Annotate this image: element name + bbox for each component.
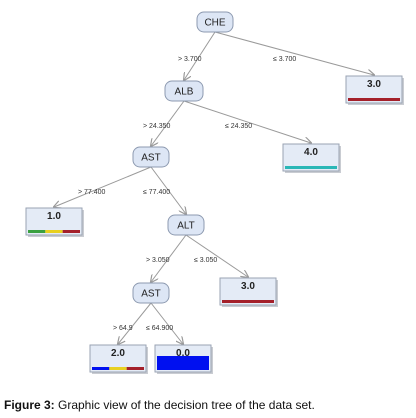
- edge-arrow: [184, 31, 216, 80]
- class-distribution-bar: [285, 166, 337, 169]
- split-node: AST: [132, 146, 170, 168]
- split-node-label: AST: [141, 153, 160, 164]
- split-node: ALB: [164, 80, 204, 102]
- edge-arrow: [118, 302, 152, 344]
- edge-label: > 24.350: [143, 123, 171, 130]
- edge-label: ≤ 24.350: [225, 123, 252, 130]
- leaf-node: 3.0: [219, 277, 278, 307]
- edge-arrow: [183, 100, 311, 143]
- edge-arrow: [150, 302, 183, 344]
- caption-label: Figure 3:: [4, 398, 55, 412]
- edge-label: > 3.700: [178, 56, 202, 63]
- edge-arrow: [54, 166, 152, 207]
- class-distribution-bar: [62, 230, 80, 233]
- leaf-node: 4.0: [282, 143, 341, 173]
- leaf-node-label: 2.0: [111, 348, 125, 359]
- edge-label: ≤ 3.050: [194, 257, 217, 264]
- class-distribution-bar: [109, 367, 127, 370]
- figure-caption: Figure 3: Graphic view of the decision t…: [4, 398, 414, 412]
- leaf-node: 3.0: [345, 75, 404, 105]
- class-distribution-bar: [126, 367, 144, 370]
- leaf-node-label: 3.0: [367, 79, 381, 90]
- edge-label: > 77.400: [78, 189, 106, 196]
- edge-arrow: [151, 100, 185, 146]
- edge-label: > 64.9: [113, 325, 133, 332]
- class-distribution-bar: [348, 98, 400, 101]
- leaf-node: 1.0: [25, 207, 84, 237]
- class-distribution-bar: [45, 230, 63, 233]
- split-node-label: ALB: [175, 87, 194, 98]
- class-distribution-bar: [157, 356, 209, 370]
- caption-text: Graphic view of the decision tree of the…: [54, 398, 315, 412]
- split-node-label: CHE: [204, 18, 225, 29]
- class-distribution-bar: [222, 300, 274, 303]
- edge-arrow: [150, 166, 186, 214]
- edge-label: ≤ 77.400: [143, 189, 170, 196]
- leaf-node: 2.0: [89, 344, 148, 374]
- leaf-node: 0.0: [154, 344, 213, 374]
- leaf-node-label: 1.0: [47, 211, 61, 222]
- nodes-layer: CHE ALB AST ALT AST 3.0 4.0 1.0 3.0 2.0 0.0: [25, 11, 404, 374]
- edge-arrow: [185, 234, 248, 277]
- split-node-label: AST: [141, 289, 160, 300]
- edges-layer: > 3.700 ≤ 3.700 > 24.350 ≤ 24.350 > 77.400 ≤ …: [54, 31, 374, 344]
- edge-arrow: [214, 31, 374, 75]
- leaf-node-label: 3.0: [241, 281, 255, 292]
- edge-arrow: [151, 234, 187, 282]
- edge-label: > 3.050: [146, 257, 170, 264]
- class-distribution-bar: [92, 367, 110, 370]
- split-node: AST: [132, 282, 170, 304]
- decision-tree-diagram: > 3.700 ≤ 3.700 > 24.350 ≤ 24.350 > 77.400 ≤ …: [25, 11, 404, 374]
- class-distribution-bar: [28, 230, 46, 233]
- edge-label: ≤ 3.700: [273, 56, 296, 63]
- split-node-label: ALT: [177, 221, 195, 232]
- edge-label: ≤ 64.900: [146, 325, 173, 332]
- split-node: CHE: [196, 11, 234, 33]
- leaf-node-label: 0.0: [176, 348, 190, 359]
- split-node: ALT: [167, 214, 205, 236]
- leaf-node-label: 4.0: [304, 147, 318, 158]
